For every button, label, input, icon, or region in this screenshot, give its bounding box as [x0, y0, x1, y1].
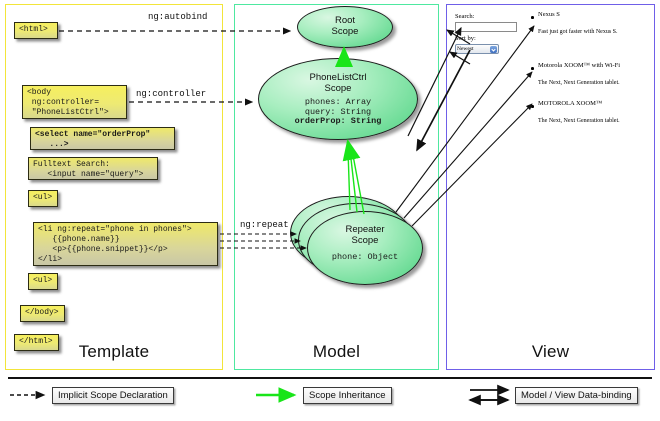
- code-box-html-open: <html>: [14, 22, 58, 39]
- view-search-label: Search:: [455, 13, 475, 20]
- edge-label-ng-autobind: ng:autobind: [148, 12, 208, 22]
- list-bullet: [531, 67, 534, 70]
- scope-title-phonelistctrl-line1: PhoneListCtrl: [309, 72, 367, 83]
- edge-label-ng-repeat: ng:repeat: [240, 220, 289, 230]
- phone-snippet: The Next, Next Generation tablet.: [538, 118, 620, 124]
- legend-label-model-view-data-binding: Model / View Data-binding: [515, 387, 638, 404]
- code-box-select: <select name="orderProp" ...>: [30, 127, 175, 150]
- edge-label-ng-controller: ng:controller: [136, 89, 207, 99]
- list-bullet: [531, 105, 534, 108]
- phone-snippet: Fast just got faster with Nexus S.: [538, 29, 618, 35]
- code-box-fulltext-search: Fulltext Search: <input name="query">: [28, 157, 158, 180]
- code-box-body-open: <body ng:controller= "PhoneListCtrl">: [22, 85, 127, 119]
- scope-title-repeater-line1: Repeater: [345, 224, 385, 235]
- scope-prop-query: query: String: [304, 106, 372, 117]
- column-view: View: [446, 4, 655, 370]
- list-bullet: [531, 16, 534, 19]
- scope-title-root-line1: Root: [334, 15, 356, 26]
- scope-title-phonelistctrl-line2: Scope: [324, 83, 352, 94]
- scope-oval-root: Root Scope: [297, 6, 393, 48]
- view-sort-label: Sort by:: [455, 35, 476, 42]
- legend: Implicit Scope Declaration Scope Inherit…: [0, 375, 660, 421]
- scope-prop-phones: phones: Array: [304, 97, 372, 107]
- scope-oval-phonelistctrl: PhoneListCtrl Scope phones: Array query:…: [258, 58, 418, 140]
- phone-name: Nexus S: [538, 11, 560, 18]
- scope-title-root-line2: Scope: [331, 26, 359, 37]
- legend-divider: [8, 377, 652, 379]
- phone-name: Motorola XOOM™ with Wi-Fi: [538, 62, 621, 69]
- legend-label-implicit-scope-declaration: Implicit Scope Declaration: [52, 387, 174, 404]
- scope-oval-repeater: Repeater Scope phone: Object: [307, 211, 423, 285]
- scope-prop-phone: phone: Object: [331, 252, 399, 262]
- view-sort-selected-value: Newest: [457, 46, 474, 52]
- phone-name: MOTOROLA XOOM™: [538, 100, 603, 107]
- scope-prop-orderprop: orderProp: String: [294, 116, 382, 126]
- column-label-template: Template: [78, 342, 150, 361]
- code-box-li-repeat: <li ng:repeat="phone in phones"> {{phone…: [33, 222, 218, 266]
- code-box-ul-close: <ul>: [28, 273, 58, 290]
- column-label-view: View: [531, 342, 570, 361]
- column-label-model: Model: [312, 342, 361, 361]
- code-box-body-close: </body>: [20, 305, 65, 322]
- phone-snippet: The Next, Next Generation tablet.: [538, 80, 620, 86]
- code-box-ul-open: <ul>: [28, 190, 58, 207]
- view-search-input[interactable]: [455, 22, 517, 32]
- chevron-down-icon: [490, 46, 497, 53]
- view-sort-select[interactable]: Newest: [455, 44, 499, 54]
- scope-title-repeater-line2: Scope: [351, 235, 379, 246]
- legend-label-scope-inheritance: Scope Inheritance: [303, 387, 392, 404]
- code-box-html-close: </html>: [14, 334, 59, 351]
